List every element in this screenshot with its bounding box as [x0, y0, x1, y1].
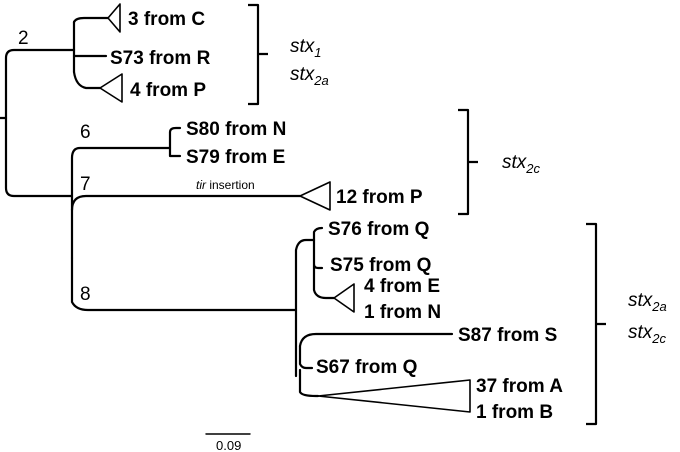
leaf-label: 3 from C: [128, 9, 205, 30]
gene-label: stx2c: [502, 152, 541, 176]
gene-label: stx2c: [628, 322, 667, 346]
clade-8-vertical: [294, 238, 316, 378]
clade-6-split: [168, 126, 182, 158]
leaf-label: S80 from N: [186, 119, 286, 140]
collapsed-clade-37-from-A-1-from-B: [317, 379, 471, 413]
group-bracket-1: [248, 3, 268, 106]
leaf-label: 1 from N: [364, 302, 441, 323]
gene-label: stx1: [290, 36, 322, 60]
leaf-label: S73 from R: [110, 48, 211, 69]
collapsed-clade-12-from-P: [299, 181, 331, 211]
collapsed-clade-4-from-E-1-from-N: [333, 283, 355, 313]
clade-7-vertical: [70, 146, 172, 260]
clade-8-branch: [70, 256, 298, 312]
gene-label: stx2a: [290, 64, 329, 88]
leaf-label: S76 from Q: [328, 219, 429, 240]
insertion-label: tir insertion: [196, 178, 255, 192]
branch-12-from-P: [70, 194, 302, 212]
collapsed-clade-3-from-C: [107, 3, 121, 33]
branch-S76-from-Q: [312, 226, 324, 242]
leaf-label: 4 from P: [130, 80, 206, 101]
scale-bar-label: 0.09: [216, 438, 241, 452]
leaf-label: S75 from Q: [330, 255, 431, 276]
leaf-label: S79 from E: [186, 147, 285, 168]
node-label: 8: [80, 284, 91, 305]
leaf-label: 1 from B: [476, 402, 553, 423]
leaf-label: 37 from A: [476, 376, 563, 397]
leaf-label: S67 from Q: [316, 357, 417, 378]
leaf-label: 12 from P: [336, 187, 423, 208]
gene-label: stx2a: [628, 290, 667, 314]
subclade-S75: [312, 238, 336, 300]
subclade-S67: [298, 344, 320, 398]
collapsed-clade-4-from-P: [99, 73, 123, 103]
node-label: 6: [80, 122, 91, 143]
node-label: 2: [18, 28, 29, 49]
leaf-label: S87 from S: [458, 325, 557, 346]
group-bracket-3: [586, 222, 606, 426]
root-split: [4, 48, 76, 198]
branch-3-from-C: [72, 16, 110, 24]
branch-4-from-P: [72, 70, 102, 90]
group-bracket-2: [458, 108, 478, 216]
leaf-label: 4 from E: [364, 276, 440, 297]
branch-S87-from-S: [298, 332, 454, 348]
node-label: 7: [80, 174, 91, 195]
